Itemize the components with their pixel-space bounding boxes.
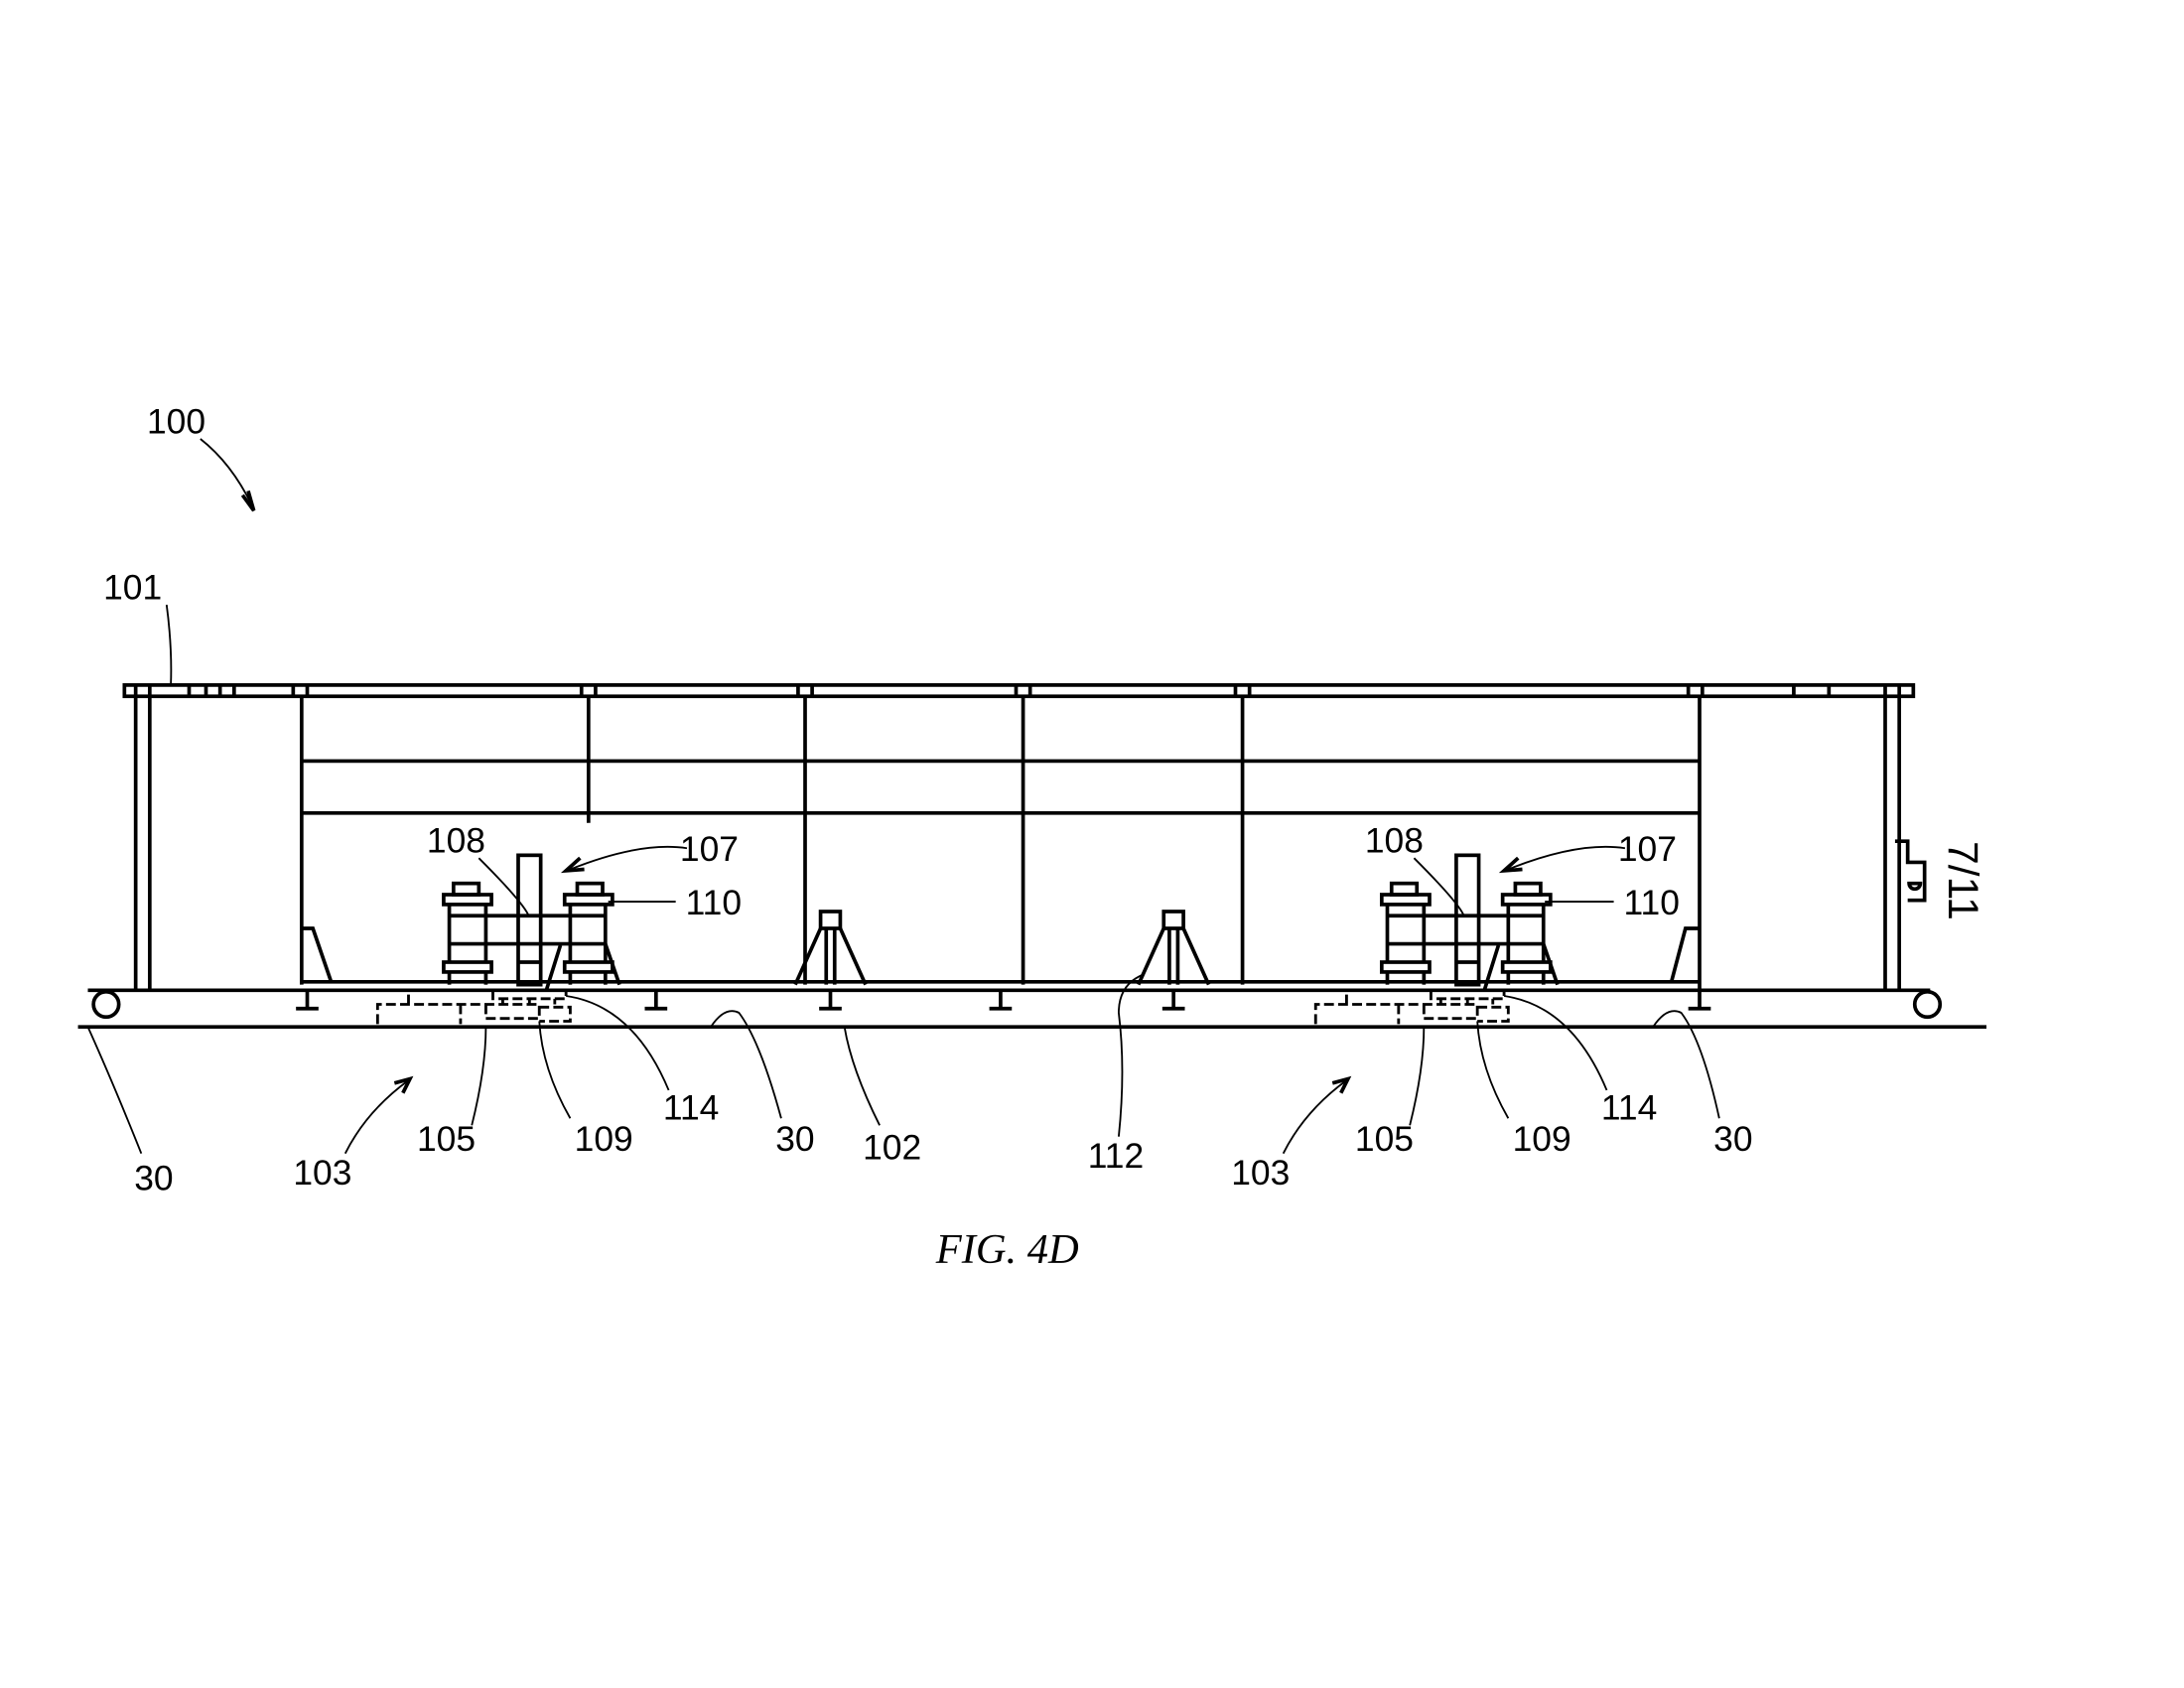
label-102: 102 [863, 1127, 921, 1167]
top-frame-beam [122, 683, 1916, 699]
label-110-right: 110 [1624, 883, 1680, 922]
label-30-mid: 30 [775, 1119, 814, 1159]
support-stand-112 [1136, 910, 1211, 987]
leader-lines [86, 438, 1720, 1155]
label-107-right: 107 [1618, 829, 1677, 869]
jack-assembly-left [375, 853, 621, 1027]
sheet-number: 7/11 [1939, 841, 1985, 920]
outer-posts [133, 696, 1927, 991]
label-109-left: 109 [575, 1119, 633, 1159]
label-103-right: 103 [1231, 1153, 1290, 1193]
label-30-right: 30 [1713, 1119, 1752, 1159]
label-107-left: 107 [680, 829, 739, 869]
label-105-left: 105 [417, 1119, 476, 1159]
label-112: 112 [1088, 1136, 1144, 1176]
inner-frame [299, 696, 1702, 991]
label-103-left: 103 [293, 1153, 351, 1193]
label-101: 101 [103, 568, 162, 608]
figure-caption: FIG. 4D [935, 1226, 1079, 1273]
floor-skid-102 [77, 988, 1987, 1030]
label-110-left: 110 [686, 883, 742, 922]
label-108-left: 108 [427, 821, 485, 861]
label-105-right: 105 [1355, 1119, 1414, 1159]
label-114-right: 114 [1601, 1088, 1657, 1128]
label-114-left: 114 [663, 1088, 719, 1128]
label-30-left: 30 [134, 1159, 173, 1198]
label-100: 100 [147, 401, 205, 441]
label-109-right: 109 [1513, 1119, 1571, 1159]
label-108-right: 108 [1365, 821, 1424, 861]
